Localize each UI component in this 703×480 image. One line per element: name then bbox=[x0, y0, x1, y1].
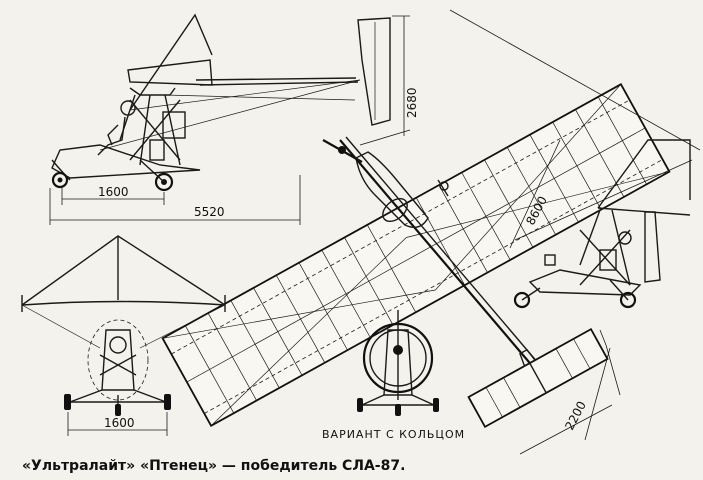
side-main-wheel bbox=[154, 172, 174, 192]
dim-side-wheelbase: 1600 bbox=[98, 185, 129, 199]
side-view-ring bbox=[513, 139, 691, 309]
figure-caption: «Ультралайт» «Птенец» — победитель СЛА-8… bbox=[22, 458, 406, 474]
ring-variant-view bbox=[357, 310, 439, 416]
side-nose-wheel bbox=[51, 171, 69, 189]
plan-nacelle bbox=[355, 151, 429, 228]
front-wing bbox=[21, 235, 226, 306]
side-engine bbox=[162, 111, 186, 139]
variant-label: ВАРИАНТ С КОЛЬЦОМ bbox=[322, 428, 466, 441]
dim-tail-span: 2200 bbox=[562, 399, 589, 433]
side-wing-root bbox=[127, 59, 213, 86]
side-view: 2680 1600 5520 bbox=[49, 13, 419, 225]
right-nose-wheel bbox=[513, 291, 531, 309]
front-view: 1600 bbox=[21, 235, 226, 436]
side-fin bbox=[357, 17, 391, 126]
side-keel bbox=[51, 144, 201, 179]
right-main-wheel bbox=[619, 291, 637, 309]
dim-side-length: 5520 bbox=[194, 205, 225, 219]
plan-view: 8600 2200 bbox=[161, 9, 701, 455]
plan-tailplane bbox=[467, 327, 609, 429]
dim-front-track: 1600 bbox=[104, 416, 135, 430]
right-side-wing bbox=[597, 139, 691, 209]
front-body bbox=[101, 329, 135, 391]
front-left-wheel bbox=[64, 394, 71, 410]
plan-boom bbox=[339, 139, 541, 376]
side-pilot-head bbox=[120, 100, 136, 116]
dim-height: 2680 bbox=[405, 87, 419, 118]
front-right-wheel bbox=[164, 394, 171, 410]
